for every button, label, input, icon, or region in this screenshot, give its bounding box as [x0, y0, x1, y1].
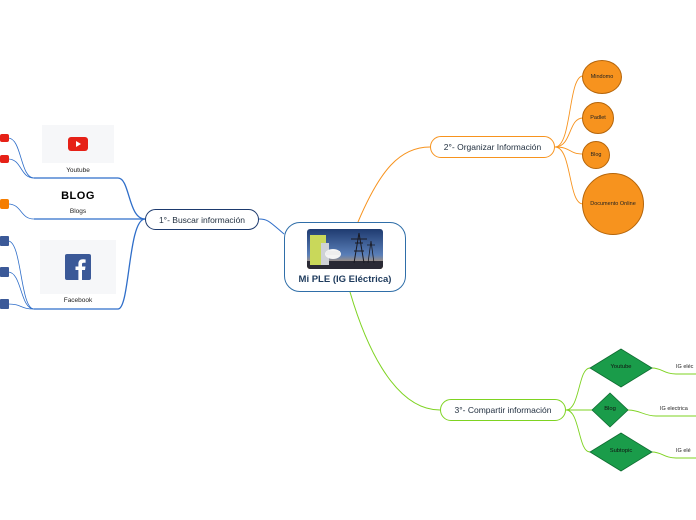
diamond-youtube [589, 348, 653, 388]
connector-youtube [34, 177, 146, 220]
electric-worker-photo [307, 229, 383, 269]
diamond-blog [591, 392, 629, 428]
leaf-ig-electrica-1[interactable]: IG eléc [676, 364, 694, 370]
connector-branch2 [357, 146, 431, 223]
connector-documento [554, 146, 584, 205]
diamond-subtopic [589, 432, 653, 472]
padlet-label: Padlet [590, 115, 606, 121]
youtube-icon[interactable] [0, 134, 9, 142]
blogger-icon[interactable] [0, 199, 9, 209]
connector-blog2 [554, 146, 584, 155]
connector-yt-icon-2 [7, 158, 35, 179]
connector-share-youtube [565, 367, 591, 411]
connector-share-subtopic [565, 409, 591, 453]
blog-organize-label: Blog [590, 152, 602, 158]
branch-buscar-informacion[interactable]: 1°- Buscar información [145, 209, 259, 230]
facebook-label: Facebook [63, 297, 93, 304]
circle-documento-online[interactable]: Documento Online [582, 173, 644, 235]
youtube-label: Youtube [66, 167, 90, 174]
connector-leaf-3 [651, 451, 696, 459]
circle-blog[interactable]: Blog [582, 141, 610, 169]
connector-mindomo [554, 75, 584, 148]
blog-logo-text: BLOG [61, 190, 95, 202]
facebook-logo-icon [65, 254, 91, 280]
connector-fb-icon-1 [7, 240, 35, 310]
connector-fb-icon-2 [7, 271, 35, 310]
documento-online-label: Documento Online [590, 201, 636, 207]
youtube-thumbnail[interactable] [42, 125, 114, 163]
central-topic-title: Mi PLE (IG Eléctrica) [298, 274, 392, 285]
facebook-icon[interactable] [0, 236, 9, 246]
connector-leaf-1 [651, 367, 696, 375]
leaf-ig-electrica-2[interactable]: IG electrica [660, 406, 688, 412]
branch-compartir-informacion[interactable]: 3°- Compartir información [440, 399, 566, 421]
branch-compartir-label: 3°- Compartir información [454, 405, 552, 415]
mindomo-label: Mindomo [590, 74, 614, 80]
connector-fb-icon-3 [7, 303, 35, 310]
connector-yt-icon-1 [7, 137, 35, 179]
connector-branch1 [258, 218, 285, 235]
diamond-youtube-label: Youtube [610, 364, 632, 370]
youtube-icon[interactable] [0, 155, 9, 163]
connector-leaf-2 [627, 409, 696, 417]
branch-organizar-informacion[interactable]: 2°- Organizar Información [430, 136, 555, 158]
facebook-thumbnail[interactable] [40, 240, 116, 294]
connector-facebook [34, 218, 146, 310]
branch-buscar-label: 1°- Buscar información [158, 214, 246, 225]
branch-organizar-label: 2°- Organizar Información [443, 142, 542, 152]
youtube-logo-icon [68, 137, 88, 151]
circle-mindomo[interactable]: Mindomo [582, 60, 622, 94]
central-topic[interactable]: Mi PLE (IG Eléctrica) [284, 222, 406, 292]
circle-padlet[interactable]: Padlet [582, 102, 614, 134]
connector-branch3 [349, 291, 441, 411]
facebook-icon[interactable] [0, 267, 9, 277]
leaf-ig-electrica-3[interactable]: IG elé [676, 448, 691, 454]
facebook-icon[interactable] [0, 299, 9, 309]
connector-blog-icon [7, 203, 35, 220]
diamond-blog-label: Blog [604, 406, 616, 412]
blogs-label: Blogs [69, 208, 87, 215]
diamond-subtopic-label: Subtopic [609, 448, 633, 454]
connector-padlet [554, 117, 584, 148]
